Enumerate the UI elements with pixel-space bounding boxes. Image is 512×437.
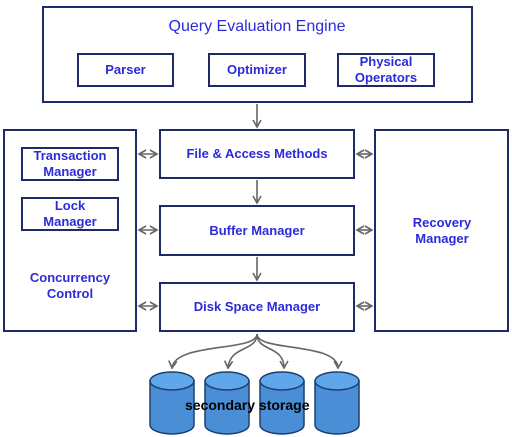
parser-box: Parser [77, 53, 174, 87]
file-access-methods-label: File & Access Methods [186, 146, 328, 161]
transaction-manager-label: Transaction Manager [33, 148, 107, 179]
physical-operators-label: Physical Operators [354, 54, 418, 85]
disk-cylinder-2 [204, 371, 250, 435]
buffer-manager-label: Buffer Manager [209, 222, 305, 238]
query-evaluation-engine-title: Query Evaluation Engine [168, 18, 346, 35]
disk-space-manager-box: Disk Space Manager [159, 282, 355, 332]
disk-cylinder-4 [314, 371, 360, 435]
buffer-manager-box: Buffer Manager [159, 205, 355, 256]
disk-cylinder-3 [259, 371, 305, 435]
recovery-manager-box [374, 129, 509, 332]
physical-operators-box: Physical Operators [337, 53, 435, 87]
arrow-to-disk-3 [256, 333, 289, 370]
optimizer-box: Optimizer [208, 53, 306, 87]
arrow-to-disk-1 [168, 333, 258, 370]
concurrency-control-label: Concurrency Control [29, 270, 111, 301]
optimizer-label: Optimizer [227, 62, 287, 77]
disk-cylinder-1 [149, 371, 195, 435]
secondary-storage-disks [149, 371, 360, 435]
arrow-to-disk-2 [223, 333, 258, 370]
arrow-to-disk-4 [256, 333, 343, 370]
parser-label: Parser [105, 62, 146, 77]
transaction-manager-box: Transaction Manager [21, 147, 119, 181]
secondary-storage-label: secondary storage [185, 397, 310, 413]
lock-manager-label: Lock Manager [43, 198, 97, 229]
lock-manager-box: Lock Manager [21, 197, 119, 231]
file-access-methods-box: File & Access Methods [159, 129, 355, 179]
recovery-manager-label: Recovery Manager [412, 215, 472, 246]
disk-space-manager-label: Disk Space Manager [193, 299, 321, 314]
